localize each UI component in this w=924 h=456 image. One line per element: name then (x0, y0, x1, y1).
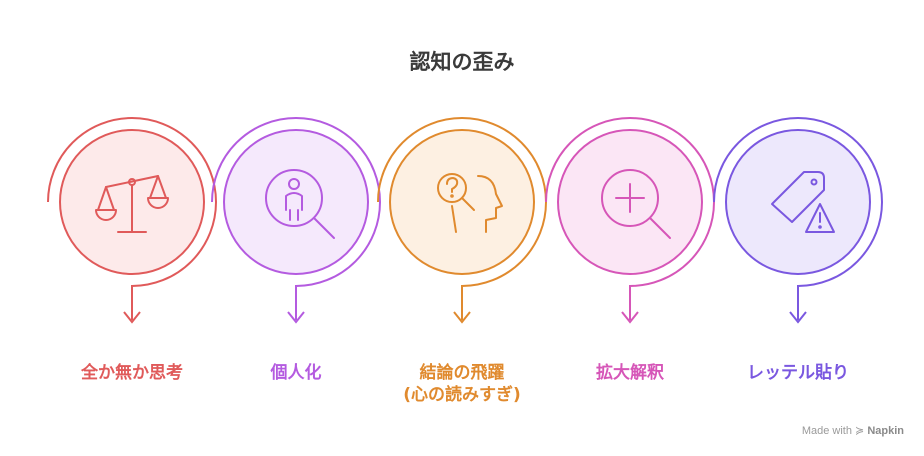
label-personalization: 個人化 (270, 363, 322, 383)
napkin-logo-icon: ≽ (855, 425, 865, 437)
diagram-title: 認知の歪み (409, 50, 515, 74)
head-question-icon (437, 173, 503, 233)
tag-warning-icon (771, 171, 835, 233)
label-magnification: 拡大解釈 (596, 363, 664, 383)
label-jumping-line1: 結論の飛躍 (419, 363, 505, 383)
step-all-or-nothing (47, 117, 217, 324)
step-labeling (713, 117, 883, 324)
label-jumping-to-conclusions: 結論の飛躍 (心の読みすぎ) (377, 362, 547, 406)
step-magnification (545, 117, 715, 324)
step-jumping-to-conclusions (377, 117, 547, 324)
credit-brand: Napkin (867, 425, 904, 437)
balance-scale-icon (95, 175, 169, 233)
step-personalization (211, 117, 381, 324)
credit-prefix: Made with (801, 425, 852, 437)
label-labeling: レッテル貼り (747, 363, 849, 383)
person-magnifier-icon (265, 169, 335, 239)
label-all-or-nothing: 全か無か思考 (81, 363, 183, 383)
zoom-in-icon (601, 169, 671, 239)
label-jumping-line2: (心の読みすぎ) (403, 385, 521, 405)
napkin-credit[interactable]: Made with ≽ Napkin (802, 424, 904, 437)
